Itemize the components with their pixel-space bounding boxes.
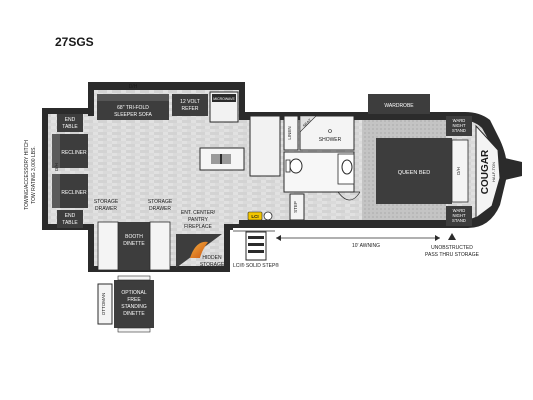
optional-dinette: [114, 280, 154, 328]
ward-night-bot-1: WARD: [453, 208, 466, 213]
pass-thru-arrow: [448, 233, 456, 240]
recliner-bottom-label: RECLINER: [61, 190, 87, 196]
toilet-tank: [285, 159, 291, 173]
hidden-storage-1: HIDDEN: [202, 255, 222, 261]
refrigerator: [172, 94, 208, 116]
toilet: [289, 158, 303, 174]
bed-headboard: [451, 139, 469, 203]
hitch-label: TOWING/ACCESSORY HITCH TOW RATING 3,000 …: [24, 140, 37, 210]
awning-label: 10' AWNING: [352, 243, 380, 249]
ward-night-stand-top: [446, 116, 472, 136]
sofa-line-1: 68" TRI-FOLD: [117, 105, 149, 111]
unobstructed-1: UNOBSTRUCTED: [431, 245, 473, 251]
front-cap: [475, 124, 501, 219]
optional-line-1: OPTIONAL: [121, 290, 147, 296]
wardrobe: [368, 94, 430, 114]
recliner-bottom-back: [52, 174, 60, 208]
lavatory-sink: [341, 159, 353, 175]
queen-bed: [376, 138, 452, 204]
brand-logo-sub: HALF-TON: [491, 162, 496, 182]
lci-step-label: LCI® SOLID STEP®: [233, 262, 279, 269]
hitch-line-1: TOWING/ACCESSORY HITCH: [24, 140, 30, 210]
sink-divider: [220, 154, 222, 164]
ward-night-top-2: NIGHT: [452, 123, 465, 128]
end-table-bot-l2: TABLE: [62, 220, 78, 226]
bed-dh: D/H: [456, 167, 461, 175]
optional-line-3: STANDING: [121, 304, 147, 310]
step-label: STEP: [293, 201, 298, 213]
storage-drawer-right-1: STORAGE: [148, 199, 173, 205]
end-table-top: [57, 114, 83, 132]
wardrobe-label: WARDROBE: [384, 103, 414, 109]
end-table-bot-l1: END: [65, 213, 76, 219]
linen-label: LINEN: [287, 126, 292, 139]
refer-line-2: REFER: [182, 106, 199, 112]
ent-line-1: ENT. CENTER/: [181, 210, 216, 216]
ward-night-stand-bottom: [446, 206, 472, 226]
ottoman-label: OTTOMAN: [101, 293, 106, 315]
ward-night-top-1: WARD: [453, 118, 466, 123]
ottoman: [97, 283, 113, 325]
shower-label: SHOWER: [319, 137, 342, 143]
hitch-line-2: TOW RATING 3,000 LBS.: [31, 146, 37, 204]
booth-dinette: [118, 222, 150, 270]
ward-night-bot-2: NIGHT: [452, 213, 465, 218]
awning-arrow-right: [435, 235, 440, 241]
kitchen-cabinet: [249, 115, 281, 177]
lci-badge-text: LCI: [251, 214, 258, 219]
unobstructed-2: PASS THRU STORAGE: [425, 252, 480, 258]
recliner-top-label: RECLINER: [61, 150, 87, 156]
storage-drawer-left-2: DRAWER: [95, 206, 117, 212]
storage-drawer-left-1: STORAGE: [94, 199, 119, 205]
bedroom-step: [289, 193, 305, 221]
entry-gap: [233, 228, 275, 232]
kingpin: [505, 158, 522, 180]
ent-line-2: PANTRY: [188, 217, 208, 223]
recliner-dh: D/H: [54, 163, 59, 171]
booth-bench-bottom: [149, 221, 171, 271]
sleeper-sofa-back: [97, 94, 169, 101]
model-title: 27SGS: [55, 35, 94, 49]
brand-logo-text: COUGAR: [480, 149, 491, 194]
queen-bed-label: QUEEN BED: [398, 170, 430, 176]
fireplace-flame: [190, 241, 208, 258]
lci-badge: [247, 211, 263, 221]
microwave-label: MICROWAVE: [213, 97, 235, 101]
optional-dinette-chair-right: [117, 327, 151, 333]
linen-closet: [283, 115, 299, 151]
optional-dinette-chair-left: [117, 275, 151, 281]
sofa-line-2: SLEEPER SOFA: [114, 112, 152, 118]
solid-step: [245, 231, 267, 261]
booth-line-1: BOOTH: [125, 234, 143, 240]
hidden-storage-2: STORAGE: [200, 262, 225, 268]
end-table-bottom: [57, 210, 83, 228]
recliner-top-back: [52, 134, 60, 168]
solar-icon: [263, 211, 273, 221]
seat-label: SEAT: [302, 117, 313, 128]
ward-night-bot-3: STAND: [452, 218, 466, 223]
ward-night-top-3: STAND: [452, 128, 466, 133]
storage-drawer-right-2: DRAWER: [149, 206, 171, 212]
ent-line-3: FIREPLACE: [184, 224, 212, 230]
booth-bench-top: [97, 221, 119, 271]
end-table-top-l2: TABLE: [62, 124, 78, 130]
sofa-dh: D/H: [129, 84, 138, 90]
shower-seat: [299, 115, 317, 133]
booth-line-2: DINETTE: [123, 241, 145, 247]
bath-door-swing: [337, 191, 361, 201]
brand-logo: COUGAR HALF-TON: [480, 149, 496, 194]
microwave: [212, 94, 236, 102]
optional-line-4: DINETTE: [123, 311, 145, 317]
optional-line-2: FREE: [127, 297, 141, 303]
awning-arrow-left: [276, 235, 281, 241]
shower-drain: [328, 129, 332, 133]
refer-line-1: 12 VOLT: [180, 99, 200, 105]
end-table-top-l1: END: [65, 117, 76, 123]
